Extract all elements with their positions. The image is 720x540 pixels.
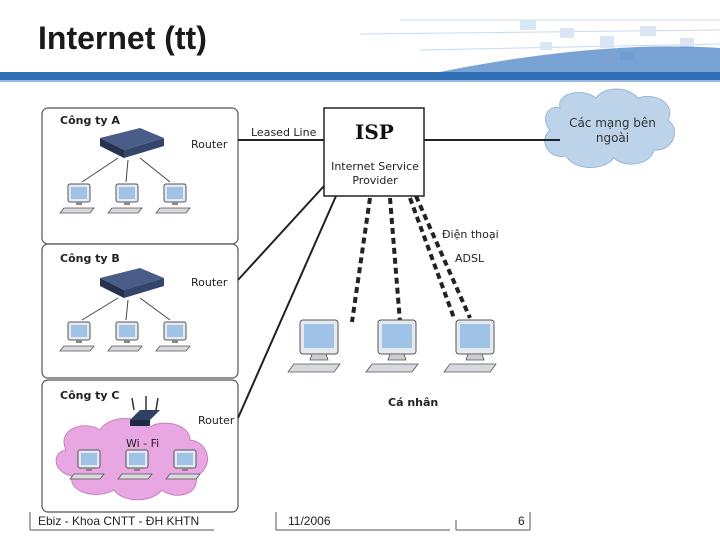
router-c-label: Router (198, 414, 235, 427)
isp-box (323, 107, 425, 197)
footer-source: Ebiz - Khoa CNTT - ĐH KHTN (38, 514, 200, 528)
page-title: Internet (tt) (38, 20, 207, 56)
header-decoration (0, 19, 720, 82)
leased-line-label: Leased Line (251, 126, 317, 139)
company-a-label: Công ty A (60, 114, 120, 127)
individuals-label: Cá nhân (388, 396, 439, 409)
footer-date: 11/2006 (288, 514, 331, 528)
company-b-label: Công ty B (60, 252, 120, 265)
isp-subtitle: Internet Service Provider (331, 160, 419, 187)
company-c-label: Công ty C (60, 389, 120, 402)
company-b-box (41, 243, 239, 379)
isp-title: ISP (355, 120, 394, 144)
router-a-label: Router (191, 138, 228, 151)
phone-label: Điện thoại (442, 228, 499, 241)
footer-page-number: 6 (518, 514, 525, 528)
router-b-label: Router (191, 276, 228, 289)
wifi-label: Wi - Fi (126, 437, 160, 450)
wifi-router-icon (130, 396, 160, 426)
external-networks-label: Các mạng bên ngoài (569, 116, 656, 145)
adsl-label: ADSL (455, 252, 485, 265)
